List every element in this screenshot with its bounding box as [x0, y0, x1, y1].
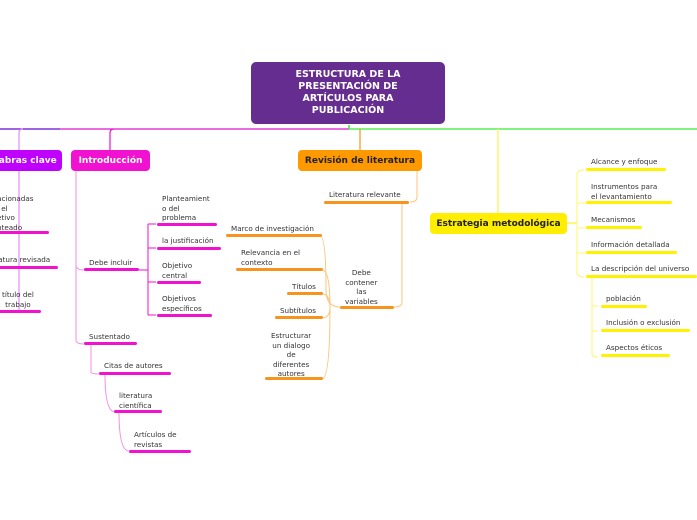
leaf-citas-autores[interactable]: Citas de autores [104, 361, 163, 370]
node-estrategia-metodologica[interactable]: Estrategia metodológica [430, 213, 567, 234]
node-introduccion[interactable]: Introducción [71, 150, 150, 171]
leaf-instrumentos[interactable]: Instrumentos para el levantamiento [591, 182, 658, 201]
leaf-planteamiento[interactable]: Planteamient o del problema [162, 194, 210, 222]
leaf-descripcion-universo[interactable]: La descripción del universo [591, 264, 690, 273]
leaf-literatura-relevante[interactable]: Literatura relevante [329, 190, 401, 199]
leaf-objetivo-central[interactable]: Objetivo central [162, 261, 193, 280]
leaf-underline [84, 268, 139, 271]
leaf-underline [586, 275, 697, 278]
connector-debe-contener [393, 202, 403, 308]
node-palabras-clave[interactable]: Palabras clave [0, 150, 62, 171]
root-node[interactable]: ESTRUCTURA DE LA PRESENTACIÓN DE ARTÍCUL… [251, 62, 445, 124]
leaf-underline [226, 234, 322, 237]
connector-subtitulos [321, 306, 331, 319]
leaf-underline [287, 292, 323, 295]
leaf-debe-incluir[interactable]: Debe incluir [89, 258, 133, 267]
leaf-alcance-enfoque[interactable]: Alcance y enfoque [591, 157, 658, 166]
leaf-underline [601, 329, 690, 332]
connector-palabras [18, 128, 24, 150]
leaf-titulo-trabajo[interactable]: título del trabajo [2, 290, 34, 309]
connector-marco [319, 235, 341, 308]
leaf-underline [601, 354, 670, 357]
leaf-subtitulos[interactable]: Subtítulos [280, 306, 317, 315]
leaf-relacionadas[interactable]: Relacionadas con el objetivo planteado [0, 194, 34, 232]
connector-debe-incluir [75, 171, 85, 271]
leaf-titulos[interactable]: Títulos [292, 282, 316, 291]
connector-debe-incluir-children [147, 223, 156, 316]
leaf-poblacion[interactable]: población [606, 294, 641, 303]
connector-estructurar [321, 306, 331, 380]
connector-literatura-relevante [409, 171, 418, 203]
leaf-informacion-detallada[interactable]: Información detallada [591, 240, 670, 249]
leaf-justificacion[interactable]: la justificación [162, 236, 214, 245]
leaf-literatura-revisada[interactable]: literatura revisada [0, 255, 51, 264]
leaf-objetivos-especificos[interactable]: Objetivos específicos [162, 294, 202, 313]
leaf-underline [586, 201, 672, 204]
leaf-underline [114, 410, 162, 413]
leaf-underline [236, 268, 323, 271]
leaf-underline [129, 450, 191, 453]
leaf-debe-contener[interactable]: Debe contener las variables [345, 268, 378, 306]
leaf-inclusion-exclusion[interactable]: Inclusión o exclusión [606, 318, 681, 327]
connector-estrategia-children [576, 169, 586, 278]
leaf-relevancia-contexto[interactable]: Relevancia en el contexto [241, 248, 301, 267]
leaf-marco-investigacion[interactable]: Marco de investigación [231, 224, 314, 233]
leaf-underline [157, 247, 221, 250]
leaf-underline [0, 266, 58, 269]
connector-literatura [104, 373, 116, 413]
leaf-estructurar-dialogo[interactable]: Estructurar un dialogo de diferentes aut… [271, 331, 312, 378]
leaf-literatura-cientifica[interactable]: literatura científica [119, 391, 153, 410]
connector-sustentado [75, 265, 85, 345]
node-revision-literatura[interactable]: Revisión de literatura [298, 150, 422, 171]
leaf-underline [157, 223, 217, 226]
connector-articulos [118, 411, 130, 452]
leaf-underline [0, 231, 49, 234]
leaf-sustentado[interactable]: Sustentado [89, 332, 130, 341]
leaf-underline [265, 377, 323, 380]
leaf-aspectos-eticos[interactable]: Aspectos éticos [606, 343, 663, 352]
leaf-underline [157, 281, 201, 284]
connector-citas [90, 344, 100, 375]
connector-universo-children [591, 277, 599, 358]
leaf-underline [601, 305, 647, 308]
leaf-underline [340, 306, 394, 309]
leaf-underline [324, 201, 409, 204]
leaf-underline [99, 372, 171, 375]
leaf-underline [586, 251, 677, 254]
connector-titulos [321, 293, 331, 308]
leaf-underline [84, 342, 137, 345]
leaf-mecanismos[interactable]: Mecanismos [591, 215, 636, 224]
leaf-articulos-revistas[interactable]: Artículos de revistas [134, 430, 177, 449]
leaf-underline [586, 168, 666, 171]
leaf-underline [0, 310, 41, 313]
leaf-underline [157, 314, 212, 317]
connector-introduccion [109, 128, 115, 150]
leaf-underline [275, 316, 323, 319]
leaf-underline [586, 226, 642, 229]
